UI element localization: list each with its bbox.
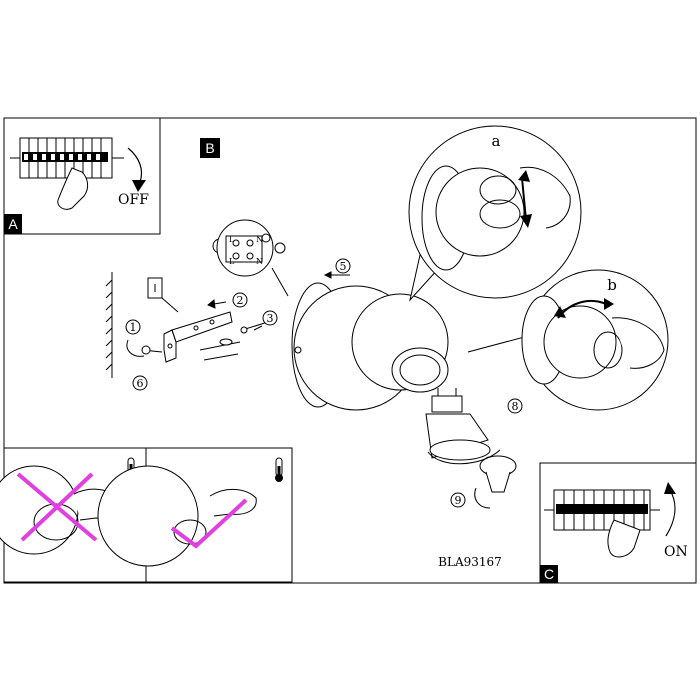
panel-c: ON C <box>539 462 697 584</box>
on-label: ON <box>664 544 688 560</box>
mounting-bracket <box>163 311 233 363</box>
detail-b-label: b <box>607 276 617 294</box>
step-5-label: 5 <box>340 260 347 273</box>
panel-a-label: A <box>8 216 18 232</box>
screws <box>141 321 269 361</box>
step-3-label: 3 <box>267 312 274 325</box>
off-label: OFF <box>118 192 149 208</box>
wall <box>105 272 113 378</box>
terminal-l1: L <box>229 235 235 244</box>
step-8-label: 8 <box>512 400 519 413</box>
lamp-fixture <box>291 282 449 411</box>
model-code: BLA93167 <box>438 555 502 569</box>
breaker-icon <box>10 137 124 179</box>
terminal-l2: L <box>229 257 235 266</box>
detail-a: a <box>408 125 582 302</box>
warning-panels <box>0 447 293 583</box>
retaining-ring <box>474 455 517 509</box>
step-6-label: 6 <box>137 377 144 390</box>
detail-a-label: a <box>492 132 501 150</box>
panel-a: OFF A <box>3 117 161 235</box>
panel-b-label: B <box>205 140 214 156</box>
gu10-bulb <box>425 388 501 465</box>
panel-c-label: C <box>544 566 554 582</box>
hand-icon <box>607 519 641 558</box>
step-9-label: 9 <box>455 494 462 507</box>
panel-b-badge <box>200 138 220 158</box>
terminal-n1: N <box>256 235 263 244</box>
terminal-block: L N L N <box>216 219 289 297</box>
arrow-icon <box>127 147 143 183</box>
step-arrows <box>126 271 350 357</box>
thermometer-icon <box>275 457 283 482</box>
outer-frame <box>3 117 697 584</box>
step-2-label: 2 <box>237 294 244 307</box>
terminal-n2: N <box>256 257 263 266</box>
hand-icon <box>57 167 89 210</box>
breaker-icon <box>544 489 660 531</box>
drill-icon <box>147 277 179 313</box>
step-1-label: 1 <box>130 321 137 334</box>
allowed-check <box>170 498 248 549</box>
detail-b: b <box>467 269 669 411</box>
